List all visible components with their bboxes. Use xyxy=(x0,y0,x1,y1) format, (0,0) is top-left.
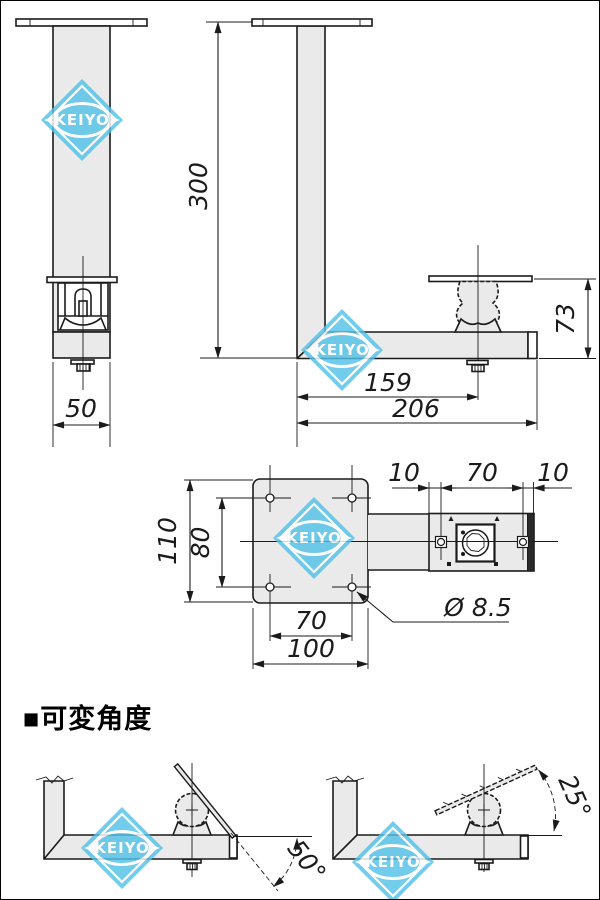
keiyo-logo-text: KEIYO xyxy=(54,111,110,129)
keiyo-logo-text: KEIYO xyxy=(365,853,421,871)
dim-top-head-margin-right: 10 xyxy=(537,458,569,487)
angle-view-up: 25° xyxy=(325,764,597,872)
side-bolt xyxy=(466,359,489,366)
dim-front-width: 50 xyxy=(65,394,97,423)
keiyo-logo-text: KEIYO xyxy=(314,341,370,359)
top-plate-hole xyxy=(265,582,275,592)
dim-top-hole-pitch-v: 80 xyxy=(186,527,215,559)
angle-down-bolt xyxy=(182,858,202,864)
top-plate-hole xyxy=(347,582,357,592)
top-arm xyxy=(368,515,429,569)
dim-top-plate-width: 100 xyxy=(287,634,335,663)
angle-down-end-cap xyxy=(228,835,238,859)
keiyo-watermark: KEIYO xyxy=(299,307,385,393)
side-ceiling-flange xyxy=(251,18,373,27)
side-arm-end-cap xyxy=(527,331,538,360)
dim-top-head-margin-left: 10 xyxy=(388,458,420,487)
angle-up-tilted-plate xyxy=(434,764,538,816)
front-ceiling-flange xyxy=(15,18,148,27)
dim-side-joint-offset: 159 xyxy=(364,368,412,397)
front-camera-plate-edge xyxy=(46,276,118,284)
front-arm-end xyxy=(52,331,111,359)
break-line xyxy=(35,775,74,784)
front-view: 50 xyxy=(15,18,148,447)
dim-top-hole-diameter: Ø 8.5 xyxy=(443,593,511,622)
side-camera-plate xyxy=(428,275,533,283)
keiyo-logo-text: KEIYO xyxy=(286,529,342,547)
dim-side-head-height: 73 xyxy=(551,303,580,335)
keiyo-watermark: KEIYO xyxy=(39,77,125,163)
angle-up-bolt xyxy=(474,858,494,864)
dim-top-hole-pitch-h: 70 xyxy=(295,606,327,635)
side-view: 300 73 159 206 xyxy=(184,18,596,447)
angle-up-end-cap xyxy=(519,835,529,859)
dim-side-height: 300 xyxy=(184,162,213,210)
keiyo-logo-text: KEIYO xyxy=(94,839,150,857)
top-plate-hole xyxy=(265,493,275,503)
dim-side-arm-length: 206 xyxy=(392,394,440,423)
dim-top-head-pitch: 70 xyxy=(466,458,498,487)
keiyo-watermark: KEIYO xyxy=(79,805,165,891)
keiyo-watermark: KEIYO xyxy=(350,819,436,900)
break-line xyxy=(325,775,365,784)
section-title: ■可変角度 xyxy=(23,703,152,734)
top-head-hole xyxy=(518,537,528,547)
keiyo-watermark: KEIYO xyxy=(271,495,357,581)
top-plate-hole xyxy=(347,493,357,503)
top-head-hole xyxy=(436,537,446,547)
dim-top-plate-depth: 110 xyxy=(153,517,182,565)
